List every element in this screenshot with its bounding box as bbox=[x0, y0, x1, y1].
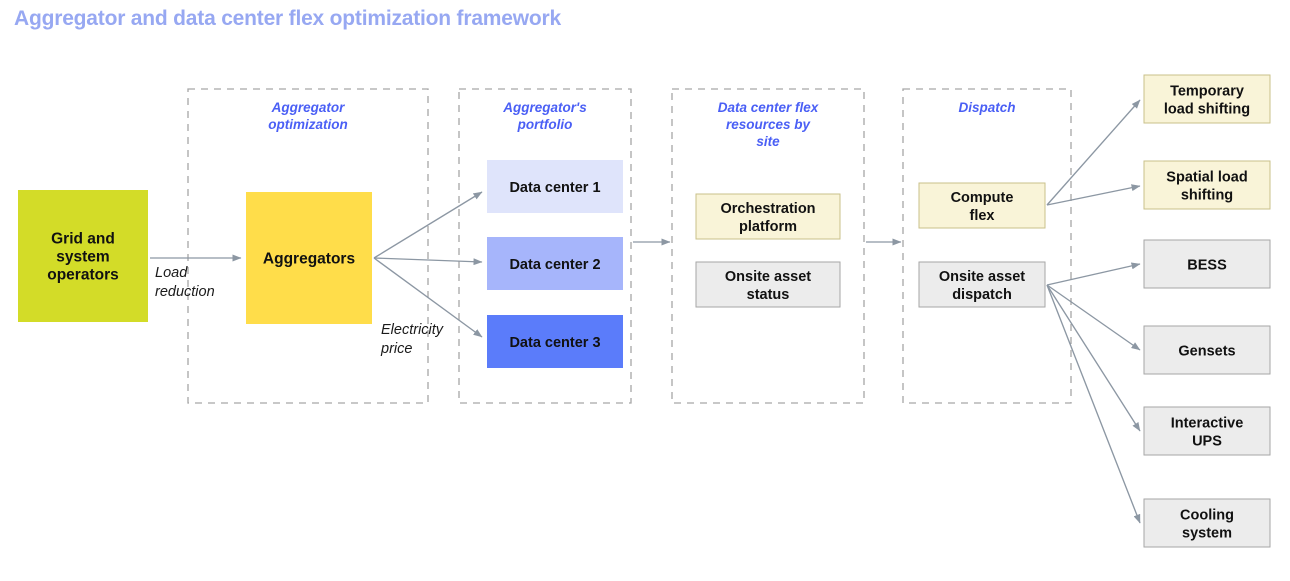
node-label-data-center-2: Data center 2 bbox=[509, 257, 600, 273]
edge-aggregators-to-data-center-3 bbox=[373, 257, 483, 338]
node-box-bess bbox=[1143, 239, 1271, 289]
node-data-center-1[interactable]: Data center 1 bbox=[487, 160, 623, 213]
page-title: Aggregator and data center flex optimiza… bbox=[14, 7, 561, 30]
edge-onsite-dispatch-to-bess bbox=[1046, 262, 1141, 286]
node-bess[interactable]: BESS bbox=[1143, 239, 1271, 289]
node-label-data-center-1: Data center 1 bbox=[509, 180, 600, 196]
edge-aggregators-to-data-center-1 bbox=[373, 191, 483, 259]
node-box-aggregators bbox=[246, 192, 372, 324]
node-box-compute-flex bbox=[918, 182, 1046, 229]
edge-onsite-dispatch-to-interactive-ups bbox=[1046, 284, 1141, 432]
node-box-grid-and-system-operators bbox=[18, 190, 148, 322]
node-label-bess: BESS bbox=[1187, 258, 1227, 274]
node-box-data-center-2 bbox=[487, 237, 623, 290]
group-dispatch: Dispatch bbox=[902, 88, 1072, 404]
node-data-center-2[interactable]: Data center 2 bbox=[487, 237, 623, 290]
node-box-spatial-load-shifting bbox=[1143, 160, 1271, 210]
node-data-center-3[interactable]: Data center 3 bbox=[487, 315, 623, 368]
node-box-gensets bbox=[1143, 325, 1271, 375]
node-box-data-center-3 bbox=[487, 315, 623, 368]
node-gensets[interactable]: Gensets bbox=[1143, 325, 1271, 375]
node-label-data-center-3: Data center 3 bbox=[509, 335, 600, 351]
edge-compute-flex-to-spatial-load-shifting bbox=[1046, 184, 1141, 206]
node-box-data-center-1 bbox=[487, 160, 623, 213]
node-label-gensets: Gensets bbox=[1178, 344, 1235, 360]
node-box-onsite-asset-dispatch bbox=[918, 261, 1046, 308]
group-label-dispatch: Dispatch bbox=[958, 100, 1015, 115]
node-label-aggregators: Aggregators bbox=[263, 251, 355, 268]
edge-compute-flex-to-temporary-load-shifting bbox=[1046, 99, 1141, 206]
node-box-orchestration-platform bbox=[695, 193, 841, 240]
node-aggregators[interactable]: Aggregators bbox=[246, 192, 372, 324]
node-box-onsite-asset-status bbox=[695, 261, 841, 308]
edge-aggregators-to-data-center-2 bbox=[373, 257, 483, 266]
edge-onsite-dispatch-to-cooling-system bbox=[1046, 284, 1141, 524]
edge-onsite-dispatch-to-gensets bbox=[1046, 284, 1141, 351]
node-box-interactive-ups bbox=[1143, 406, 1271, 456]
node-box-temporary-load-shifting bbox=[1143, 74, 1271, 124]
node-box-cooling-system bbox=[1143, 498, 1271, 548]
connector-arrows bbox=[150, 99, 1141, 524]
